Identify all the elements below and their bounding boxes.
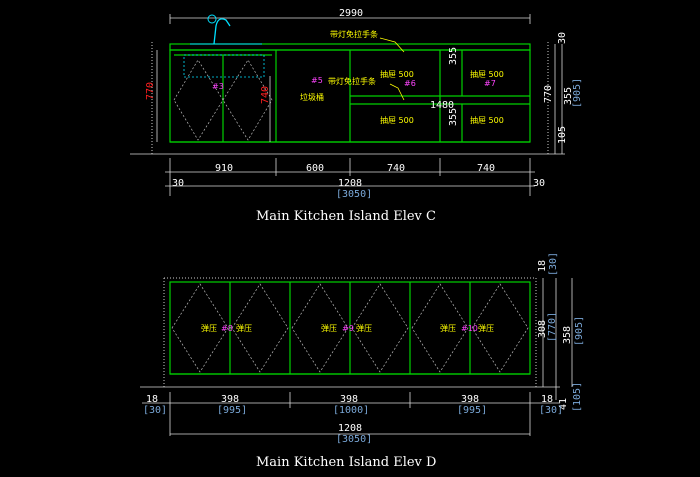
right-d-41: 41	[558, 398, 569, 410]
tag-8: #8	[221, 324, 233, 333]
sink-basin	[183, 54, 265, 78]
right-dim-770: 770	[543, 85, 554, 103]
door-swing-left	[173, 59, 224, 141]
door-swing-d	[471, 283, 529, 373]
width-d-398-c: 398	[461, 394, 479, 405]
right-d-105: [105]	[572, 382, 583, 412]
width-d-995-b: [995]	[457, 405, 487, 416]
tag-9: #9	[342, 324, 354, 333]
drawer-height-top: 355	[448, 47, 459, 65]
width-910: 910	[215, 163, 233, 174]
handle-mid-label: 带灯免拉手条	[328, 76, 376, 86]
tag-7: #7	[484, 79, 496, 88]
overall-width-label: 2990	[339, 8, 363, 19]
tag-5: #5	[311, 76, 323, 85]
drawer-label-1: 抽屉 500	[380, 69, 414, 79]
mid-dim-1480: 1480	[430, 100, 454, 111]
right-d-905: [905]	[574, 316, 585, 346]
push-label: 弹压	[440, 323, 456, 333]
end-right-30: 30	[533, 178, 545, 189]
end-left-18: 18	[146, 394, 158, 405]
tag-6: #6	[404, 79, 416, 88]
end-left-30: 30	[172, 178, 184, 189]
door-swing-d	[411, 283, 469, 373]
drawer-label-2: 抽屉 500	[470, 69, 504, 79]
right-dim-30: 30	[557, 32, 568, 44]
width-740-b: 740	[477, 163, 495, 174]
right-d-18: 18	[537, 260, 548, 272]
height-left-770: 770	[145, 82, 156, 100]
width-600: 600	[306, 163, 324, 174]
countertop	[169, 43, 531, 51]
door-swing-d	[351, 283, 409, 373]
trash-label: 垃圾桶	[300, 92, 324, 102]
door-swing-d	[171, 283, 229, 373]
overall-bottom-d-3050: [3050]	[336, 434, 372, 445]
push-label: 弹压	[356, 323, 372, 333]
elevation-d: 弹压 #8 弹压 弹压 #9 弹压 弹压 #10 弹压 18 [30] 308 …	[140, 252, 585, 470]
width-d-398-b: 398	[340, 394, 358, 405]
tag-3: #3	[212, 82, 224, 91]
handle-top-label: 带灯免拉手条	[330, 29, 378, 39]
tag-10: #10	[461, 324, 478, 333]
elevation-d-title: Main Kitchen Island Elev D	[256, 455, 436, 470]
elevation-c-title: Main Kitchen Island Elev C	[256, 209, 436, 224]
right-d-770: [770]	[547, 312, 558, 342]
right-dim-905: [905]	[572, 78, 583, 108]
overall-bottom-1208: 1208	[338, 178, 362, 189]
overall-bottom-3050: [3050]	[336, 189, 372, 200]
right-d-30: [30]	[548, 252, 559, 276]
end-left-30-sub: [30]	[143, 405, 167, 416]
faucet-icon	[190, 14, 262, 45]
drawer-height-bottom: 355	[448, 108, 459, 126]
door-swing-d	[231, 283, 289, 373]
end-right-18: 18	[541, 394, 553, 405]
right-dim-105: 105	[557, 126, 568, 144]
door-swing-d	[291, 283, 349, 373]
drawer-label-4: 抽屉 500	[470, 115, 504, 125]
right-d-358: 358	[562, 326, 573, 344]
width-d-1000: [1000]	[333, 405, 369, 416]
door-swing-right	[222, 59, 273, 141]
push-label: 弹压	[321, 323, 337, 333]
end-right-30-sub: [30]	[539, 405, 563, 416]
elevation-c: 2990 #3 垃圾桶 #5 抽屉 500	[130, 8, 583, 224]
width-740-a: 740	[387, 163, 405, 174]
push-label: 弹压	[201, 323, 217, 333]
leader-handle-mid	[389, 83, 405, 101]
width-d-398-a: 398	[221, 394, 239, 405]
leader-handle-top	[379, 37, 405, 53]
push-label: 弹压	[236, 323, 252, 333]
height-sink-740: 740	[260, 86, 271, 104]
right-d-308: 308	[537, 320, 548, 338]
drawer-label-3: 抽屉 500	[380, 115, 414, 125]
push-label: 弹压	[478, 323, 494, 333]
right-dim-355: 355	[563, 87, 574, 105]
overall-bottom-d-1208: 1208	[338, 423, 362, 434]
width-d-995-a: [995]	[217, 405, 247, 416]
